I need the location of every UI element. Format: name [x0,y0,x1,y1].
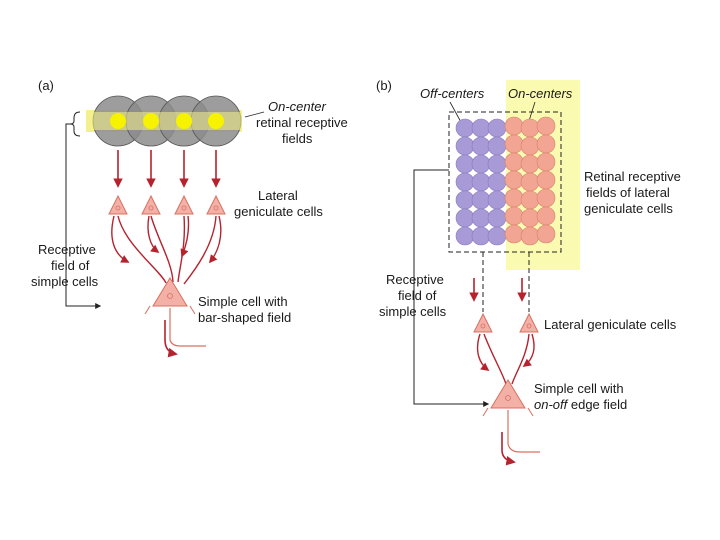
rf-label-a-line2: field of [51,258,90,273]
rf-label-b-line3: simple cells [379,304,447,319]
lgn-neuron [206,194,226,215]
lgn-label-a: Lateral [258,188,298,203]
rf-label-b-line2: field of [398,288,437,303]
simple-cell-label-b: Simple cell with [534,381,624,396]
retinal-rf-label-line2: fields of lateral [586,185,670,200]
simple-cell-label-a: Simple cell with [198,294,288,309]
panel-a-tag: (a) [38,78,54,93]
lgn-to-simple-axons-b [476,333,535,385]
lgn-neurons-a [108,194,226,215]
rf-pointer-b [413,169,490,407]
off-center-fields [455,118,507,246]
rf-pointer-a [65,123,102,309]
bracket [69,111,81,137]
simple-cell-b [482,379,540,466]
off-centers-label: Off-centers [420,86,485,101]
lgn-neuron [141,194,161,215]
oncenter-receptive-fields [86,95,242,147]
oncenter-leader [244,111,265,118]
on-center-fields [504,116,556,246]
simple-cell-a [144,277,206,358]
retinal-rf-label-line3: geniculate cells [584,201,673,216]
oncenter-label-line3: fields [282,131,313,146]
simple-cell-rf-box [448,111,562,253]
panel-b: (b) Off-centers On-centers [376,78,681,466]
on-center-spot [208,113,224,129]
lgn-neurons-b [473,312,539,333]
rf-label-b: Receptive [386,272,444,287]
on-centers-label: On-centers [508,86,573,101]
oncenter-label: On-center [268,99,326,114]
lgn-neuron [519,312,539,333]
panel-a: (a) On-center retinal receptive fields [31,78,348,358]
oncenter-label-line2: retinal receptive [256,115,348,130]
lgn-label-a-line2: geniculate cells [234,204,323,219]
on-center-spot [110,113,126,129]
simple-cell-label-b-line2: on-off edge field [534,397,627,412]
bar-overlay [86,112,242,130]
rf-label-a: Receptive [38,242,96,257]
lgn-neuron [473,312,493,333]
lgn-neuron [108,194,128,215]
on-center-spot [143,113,159,129]
retinal-rf-label: Retinal receptive [584,169,681,184]
rf-label-a-line3: simple cells [31,274,99,289]
retina-to-lgn-arrows [113,150,221,188]
lgn-label-b: Lateral geniculate cells [544,317,677,332]
on-center-spot [176,113,192,129]
lgn-to-simple-axons [111,215,222,285]
panel-b-tag: (b) [376,78,392,93]
simple-cell-label-a-line2: bar-shaped field [198,310,291,325]
lgn-neuron [174,194,194,215]
